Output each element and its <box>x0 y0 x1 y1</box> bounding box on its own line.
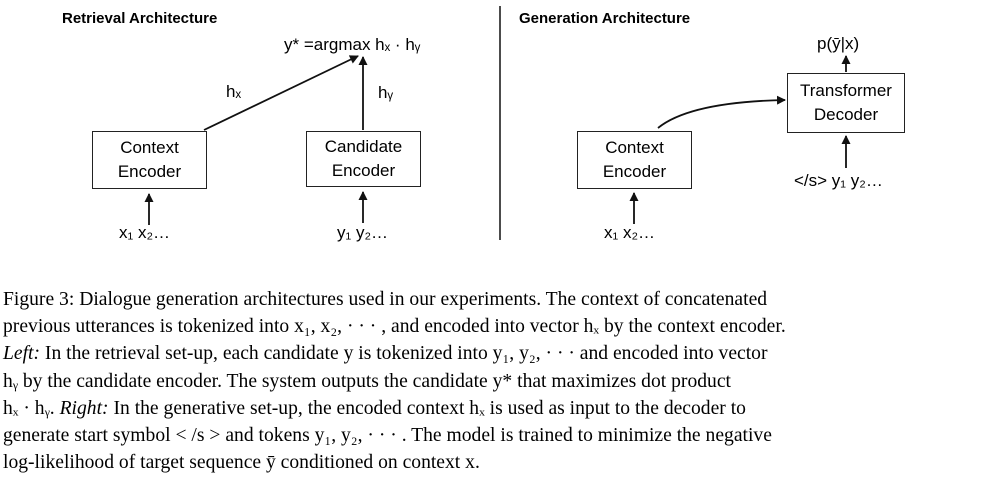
context-encoder-line2: Encoder <box>117 162 182 181</box>
decoder-input-tokens: </s> y₁ y₂… <box>794 171 883 190</box>
generation-heading: Generation Architecture <box>519 10 691 27</box>
gen-context-encoder-line1: Context <box>605 138 664 157</box>
caption-line-5: hₓ · hᵧ. Right: In the generative set-up… <box>3 395 993 422</box>
figure-arrows <box>144 6 851 240</box>
architecture-figure: Retrieval Architecture y* =argmax hₓ · h… <box>62 6 905 242</box>
transformer-decoder-box: Transformer Decoder <box>787 73 905 133</box>
hx-arrow <box>203 55 359 131</box>
caption-line-4: hᵧ by the candidate encoder. The system … <box>3 370 731 392</box>
context-to-decoder-arrow <box>657 95 786 129</box>
retrieval-score-formula: y* =argmax hₓ · hᵧ <box>284 35 421 54</box>
candidate-encoder-line2: Encoder <box>331 161 396 180</box>
gen-context-encoder-box: Context Encoder <box>577 131 692 189</box>
caption-line-7: log-likelihood of target sequence ȳ cond… <box>3 452 480 474</box>
figure-caption: Figure 3: Dialogue generation architectu… <box>3 286 993 476</box>
retrieval-heading: Retrieval Architecture <box>62 10 218 27</box>
caption-line-6: generate start symbol < /s > and tokens … <box>3 425 772 447</box>
caption-line-5-start: hₓ · hᵧ. <box>3 397 60 419</box>
gen-context-input-tokens: x₁ x₂… <box>604 223 656 242</box>
candidate-encoder-box: Candidate Encoder <box>306 131 421 187</box>
candidate-input-tokens: y₁ y₂… <box>337 223 389 242</box>
caption-line-5-text: In the generative set-up, the encoded co… <box>108 397 746 419</box>
caption-right-label: Right: <box>59 397 109 419</box>
caption-line-3-text: In the retrieval set-up, each candidate … <box>40 343 768 365</box>
context-encoder-box: Context Encoder <box>92 131 207 189</box>
gen-context-encoder-line2: Encoder <box>602 162 667 181</box>
caption-line-3: Left: In the retrieval set-up, each cand… <box>3 340 993 367</box>
caption-line-2: previous utterances is tokenized into x₁… <box>3 316 786 338</box>
decoder-line1: Transformer <box>800 81 892 100</box>
hx-label: hₓ <box>226 82 242 101</box>
context-encoder-line1: Context <box>120 138 179 157</box>
caption-left-label: Left: <box>3 343 41 365</box>
caption-line-1: Figure 3: Dialogue generation architectu… <box>3 289 768 310</box>
hy-label: hᵧ <box>378 83 393 102</box>
decoder-output-label: p(ȳ|x) <box>817 34 860 53</box>
decoder-line2: Decoder <box>813 105 879 124</box>
context-input-tokens: x₁ x₂… <box>119 223 171 242</box>
candidate-encoder-line1: Candidate <box>324 137 403 156</box>
